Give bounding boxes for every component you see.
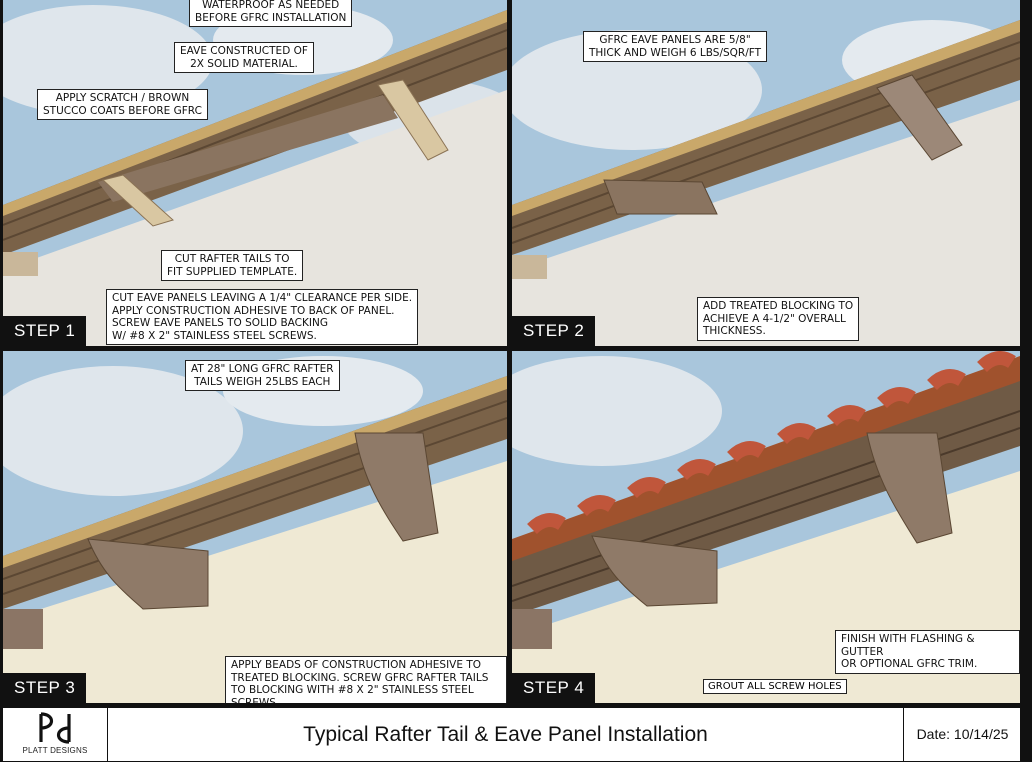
note-grout-screw-holes: GROUT ALL SCREW HOLES <box>703 679 847 694</box>
note-cut-eave-panels: CUT EAVE PANELS LEAVING A 1/4" CLEARANCE… <box>106 289 418 345</box>
step-3-label: STEP 3 <box>3 673 86 703</box>
step-3-illustration <box>3 351 507 703</box>
note-adhesive-screws: APPLY BEADS OF CONSTRUCTION ADHESIVE TO … <box>225 656 507 703</box>
drawing-title: Typical Rafter Tail & Eave Panel Install… <box>108 708 903 761</box>
step-2-panel: GFRC EAVE PANELS ARE 5/8" THICK AND WEIG… <box>512 0 1020 346</box>
note-flashing-gutter: FINISH WITH FLASHING & GUTTER OR OPTIONA… <box>835 630 1020 674</box>
company-logo: PLATT DESIGNS <box>3 708 108 761</box>
step-3-panel: AT 28" LONG GFRC RAFTER TAILS WEIGH 25LB… <box>3 351 507 703</box>
step-4-panel: FINISH WITH FLASHING & GUTTER OR OPTIONA… <box>512 351 1020 703</box>
note-panel-weight: GFRC EAVE PANELS ARE 5/8" THICK AND WEIG… <box>583 31 767 62</box>
logo-text: PLATT DESIGNS <box>3 746 107 755</box>
note-treated-blocking: ADD TREATED BLOCKING TO ACHIEVE A 4-1/2"… <box>697 297 859 341</box>
note-cut-rafter-tails: CUT RAFTER TAILS TO FIT SUPPLIED TEMPLAT… <box>161 250 303 281</box>
step-4-label: STEP 4 <box>512 673 595 703</box>
platt-designs-logo-mark <box>37 712 73 744</box>
note-stucco-coats: APPLY SCRATCH / BROWN STUCCO COATS BEFOR… <box>37 89 208 120</box>
step-1-label: STEP 1 <box>3 316 86 346</box>
step-2-label: STEP 2 <box>512 316 595 346</box>
step-1-panel: WATERPROOF AS NEEDED BEFORE GFRC INSTALL… <box>3 0 507 346</box>
note-rafter-tail-weight: AT 28" LONG GFRC RAFTER TAILS WEIGH 25LB… <box>185 360 340 391</box>
note-waterproof: WATERPROOF AS NEEDED BEFORE GFRC INSTALL… <box>189 0 352 27</box>
title-block: PLATT DESIGNS Typical Rafter Tail & Eave… <box>3 706 1020 761</box>
drawing-date: Date: 10/14/25 <box>903 708 1021 761</box>
note-eave-construction: EAVE CONSTRUCTED OF 2X SOLID MATERIAL. <box>174 42 314 73</box>
